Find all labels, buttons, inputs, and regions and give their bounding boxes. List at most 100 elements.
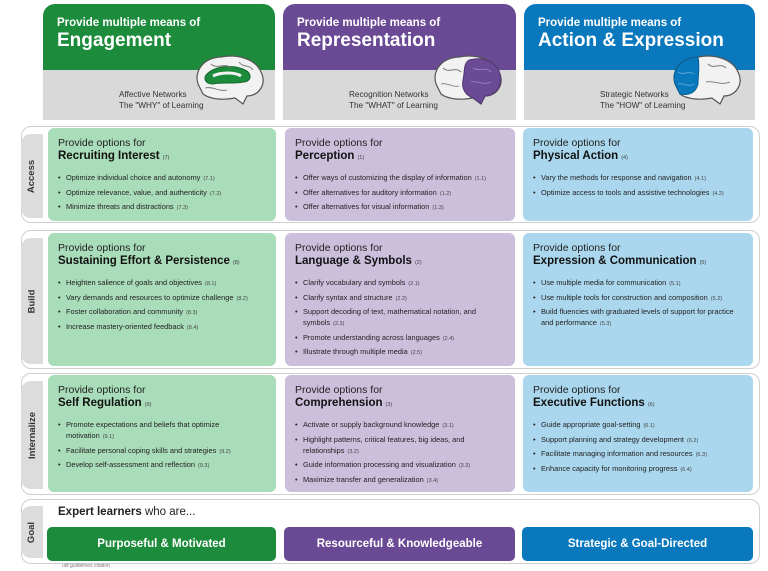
checkpoint-ref: (3.4) <box>426 477 439 484</box>
checkpoint-item: Promote understanding across languages(2… <box>295 332 505 345</box>
engagement-network: Affective Networks The "WHY" of Learning <box>119 89 204 111</box>
checkpoint-item: Build fluencies with graduated levels of… <box>533 306 743 330</box>
checkpoint-ref: (3.1) <box>442 423 454 429</box>
checkpoint-text: Optimize relevance, value, and authentic… <box>66 187 207 197</box>
goal-row-label: Goal <box>26 521 38 543</box>
checkpoint-text: Clarify syntax and structure <box>303 292 393 302</box>
goal-strategic-goal-directed: Strategic & Goal-Directed <box>522 527 753 561</box>
cell-intro: Provide options for <box>533 242 621 254</box>
checkpoint-list: Vary the methods for response and naviga… <box>533 172 743 200</box>
cell-intro: Provide options for <box>295 242 383 254</box>
goal-purposeful-motivated: Purposeful & Motivated <box>47 527 276 561</box>
cell-intro: Provide options for <box>58 242 146 254</box>
checkpoint-list: Heighten salience of goals and objective… <box>58 277 266 334</box>
cell-intro: Provide options for <box>295 137 383 149</box>
checkpoint-ref: (1.3) <box>432 205 444 211</box>
checkpoint-item: Clarify syntax and structure(2.2) <box>295 292 505 305</box>
checkpoint-item: Vary the methods for response and naviga… <box>533 172 743 185</box>
checkpoint-ref: (2.2) <box>395 295 407 302</box>
action-expression-network: Strategic Networks The "HOW" of Learning <box>600 89 685 111</box>
access-row-tab: Access <box>21 134 43 218</box>
checkpoint-ref: (3.2) <box>347 448 359 455</box>
strategic-brain-icon <box>673 55 741 105</box>
cell-title-ref: (6) <box>647 402 655 408</box>
checkpoint-item: Facilitate managing information and reso… <box>533 448 743 461</box>
checkpoint-item: Offer ways of customizing the display of… <box>295 172 505 185</box>
cell-intro: Provide options for <box>58 137 146 149</box>
checkpoint-item: Offer alternatives for visual informatio… <box>295 201 505 214</box>
cell-title-ref: (9) <box>144 402 152 408</box>
representation-header-title: Representation <box>297 30 436 51</box>
action-expression-network-name: Strategic Networks <box>600 90 669 99</box>
checkpoint-ref: (9.3) <box>198 463 210 469</box>
engagement-network-sub: The "WHY" of Learning <box>119 101 204 110</box>
checkpoint-item: Minimize threats and distractions(7.3) <box>58 201 266 214</box>
checkpoint-item: Vary demands and resources to optimize c… <box>58 292 266 305</box>
checkpoint-item: Facilitate personal coping skills and st… <box>58 445 266 458</box>
checkpoint-ref: (7.1) <box>203 176 215 182</box>
action-expression-header-title: Action & Expression <box>538 30 724 51</box>
sustaining-effort-cell: Provide options for Sustaining Effort & … <box>48 233 276 366</box>
checkpoint-text: Facilitate personal coping skills and st… <box>66 445 217 455</box>
cell-title-text: Physical Action <box>533 150 619 162</box>
checkpoint-ref: (1.2) <box>439 190 452 197</box>
goal-heading: Expert learners who are... <box>58 506 195 518</box>
checkpoint-list: Activate or supply background knowledge(… <box>295 419 505 487</box>
checkpoint-text: Optimize access to tools and assistive t… <box>541 187 710 197</box>
checkpoint-ref: (5.3) <box>599 321 612 327</box>
cell-title-text: Self Regulation <box>58 397 142 409</box>
internalize-row-tab: Internalize <box>21 381 43 489</box>
checkpoint-list: Guide appropriate goal-setting(6.1) Supp… <box>533 419 743 476</box>
checkpoint-item: Illustrate through multiple media(2.5) <box>295 346 505 359</box>
checkpoint-ref: (7.3) <box>176 205 188 211</box>
checkpoint-list: Use multiple media for communication(5.1… <box>533 277 743 330</box>
cell-title: Recruiting Interest(7) <box>58 150 266 162</box>
action-expression-network-sub: The "HOW" of Learning <box>600 101 686 110</box>
cell-intro: Provide options for <box>58 384 146 396</box>
checkpoint-ref: (2.3) <box>333 321 345 327</box>
checkpoint-ref: (4.1) <box>694 176 706 182</box>
checkpoint-item: Support planning and strategy developmen… <box>533 434 743 447</box>
checkpoint-item: Heighten salience of goals and objective… <box>58 277 266 290</box>
checkpoint-item: Clarify vocabulary and symbols(2.1) <box>295 277 505 290</box>
checkpoint-text: Offer alternatives for auditory informat… <box>303 187 437 197</box>
checkpoint-item: Enhance capacity for monitoring progress… <box>533 463 743 476</box>
checkpoint-ref: (8.2) <box>236 295 248 302</box>
checkpoint-text: Clarify vocabulary and symbols <box>303 278 406 287</box>
checkpoint-text: Maximize transfer and generalization <box>303 474 424 484</box>
checkpoint-list: Clarify vocabulary and symbols(2.1) Clar… <box>295 277 505 359</box>
perception-cell: Provide options for Perception(1) Offer … <box>285 128 515 221</box>
cell-title: Self Regulation(9) <box>58 397 266 409</box>
language-symbols-cell: Provide options for Language & Symbols(2… <box>285 233 515 366</box>
goal-resourceful-knowledgeable: Resourceful & Knowledgeable <box>284 527 515 561</box>
checkpoint-ref: (2.4) <box>442 335 455 342</box>
checkpoint-list: Optimize individual choice and autonomy(… <box>58 172 266 214</box>
cell-title-ref: (7) <box>162 155 170 161</box>
checkpoint-text: Use multiple media for communication <box>541 278 667 287</box>
checkpoint-item: Optimize access to tools and assistive t… <box>533 187 743 200</box>
checkpoint-text: Promote expectations and beliefs that op… <box>66 420 220 440</box>
checkpoint-list: Offer ways of customizing the display of… <box>295 172 505 214</box>
checkpoint-item: Use multiple media for communication(5.1… <box>533 277 743 290</box>
physical-action-cell: Provide options for Physical Action(4) V… <box>523 128 753 221</box>
engagement-header-line1: Provide multiple means of <box>57 17 201 29</box>
checkpoint-ref: (6.2) <box>686 437 699 444</box>
checkpoint-ref: (6.3) <box>695 452 707 458</box>
checkpoint-item: Increase mastery-oriented feedback(8.4) <box>58 321 266 334</box>
checkpoint-item: Guide information processing and visuali… <box>295 459 505 472</box>
cell-title-text: Executive Functions <box>533 397 645 409</box>
checkpoint-list: Promote expectations and beliefs that op… <box>58 419 266 472</box>
engagement-header: Provide multiple means of Engagement Aff… <box>43 4 275 120</box>
cell-title-text: Comprehension <box>295 397 383 409</box>
checkpoint-ref: (9.2) <box>219 448 231 455</box>
internalize-row-label: Internalize <box>26 411 38 459</box>
build-row-label: Build <box>26 289 38 313</box>
checkpoint-ref: (4.2) <box>712 190 724 197</box>
checkpoint-ref: (5.2) <box>710 295 723 302</box>
cell-title: Sustaining Effort & Persistence(8) <box>58 255 266 267</box>
expression-communication-cell: Provide options for Expression & Communi… <box>523 233 753 366</box>
cell-intro: Provide options for <box>533 384 621 396</box>
checkpoint-item: Optimize individual choice and autonomy(… <box>58 172 266 185</box>
checkpoint-item: Develop self-assessment and reflection(9… <box>58 459 266 472</box>
checkpoint-item: Activate or supply background knowledge(… <box>295 419 505 432</box>
